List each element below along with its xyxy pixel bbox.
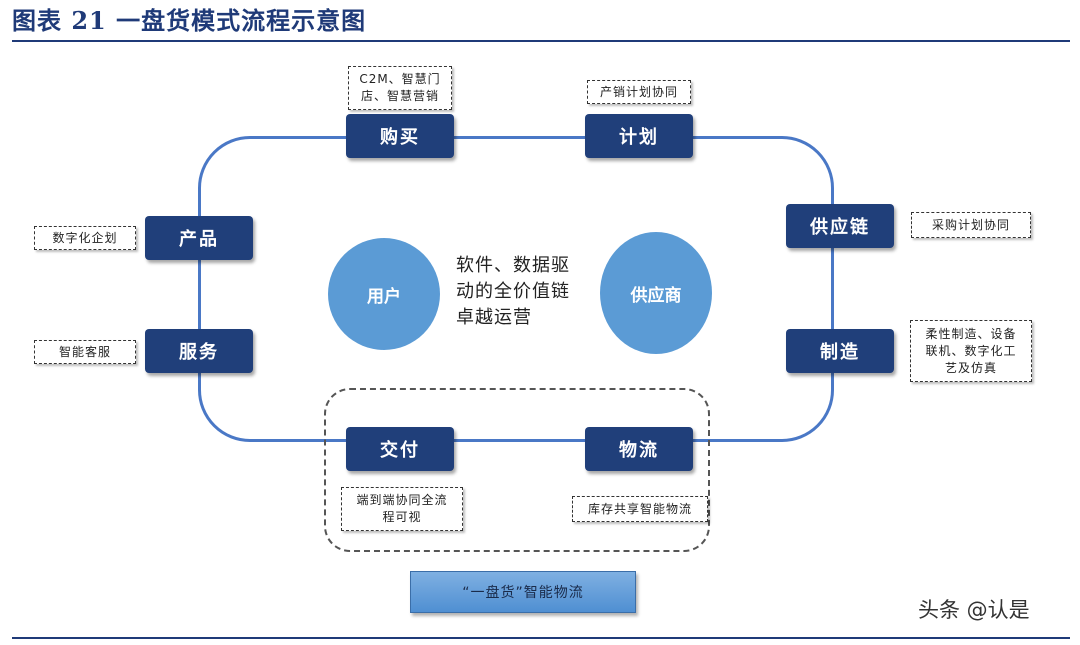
node-purchase: 购买 xyxy=(346,114,454,158)
node-logistics: 物流 xyxy=(585,427,693,471)
note-supply-chain: 采购计划协同 xyxy=(911,212,1031,238)
note-manufacture-line3: 艺及仿真 xyxy=(944,360,997,375)
center-text-line1: 软件、数据驱 xyxy=(456,255,570,276)
node-manufacture: 制造 xyxy=(786,329,894,373)
top-rule xyxy=(12,40,1070,42)
supplier-circle: 供应商 xyxy=(600,232,712,354)
note-service: 智能客服 xyxy=(34,340,136,364)
note-logistics: 库存共享智能物流 xyxy=(572,496,708,522)
node-plan: 计划 xyxy=(585,114,693,158)
note-manufacture-line2: 联机、数字化工 xyxy=(925,343,1017,358)
center-text-line3: 卓越运营 xyxy=(456,307,532,328)
node-product: 产品 xyxy=(145,216,253,260)
note-purchase: C2M、智慧门 店、智慧营销 xyxy=(348,66,452,110)
note-plan: 产销计划协同 xyxy=(587,80,691,104)
user-circle: 用户 xyxy=(328,238,440,350)
note-purchase-line2: 店、智慧营销 xyxy=(360,89,439,103)
note-manufacture-line1: 柔性制造、设备 xyxy=(925,326,1017,341)
node-supply-chain: 供应链 xyxy=(786,204,894,248)
node-delivery: 交付 xyxy=(346,427,454,471)
watermark: 头条 @认是 xyxy=(918,598,1030,622)
node-service: 服务 xyxy=(145,329,253,373)
note-delivery-line1: 端到端协同全流 xyxy=(356,493,448,507)
note-manufacture: 柔性制造、设备 联机、数字化工 艺及仿真 xyxy=(910,320,1032,382)
center-text-line2: 动的全价值链 xyxy=(456,281,570,302)
logistics-dashed-group xyxy=(324,388,710,552)
process-loop xyxy=(198,136,834,442)
note-purchase-line1: C2M、智慧门 xyxy=(359,72,441,86)
note-product: 数字化企划 xyxy=(34,226,136,250)
note-delivery: 端到端协同全流 程可视 xyxy=(341,487,463,531)
bottom-rule xyxy=(12,637,1070,639)
note-delivery-line2: 程可视 xyxy=(382,510,422,524)
center-text: 软件、数据驱 动的全价值链 卓越运营 xyxy=(456,253,596,331)
smart-logistics-banner: “一盘货”智能物流 xyxy=(410,571,636,613)
page-title: 图表 21 一盘货模式流程示意图 xyxy=(12,6,367,35)
